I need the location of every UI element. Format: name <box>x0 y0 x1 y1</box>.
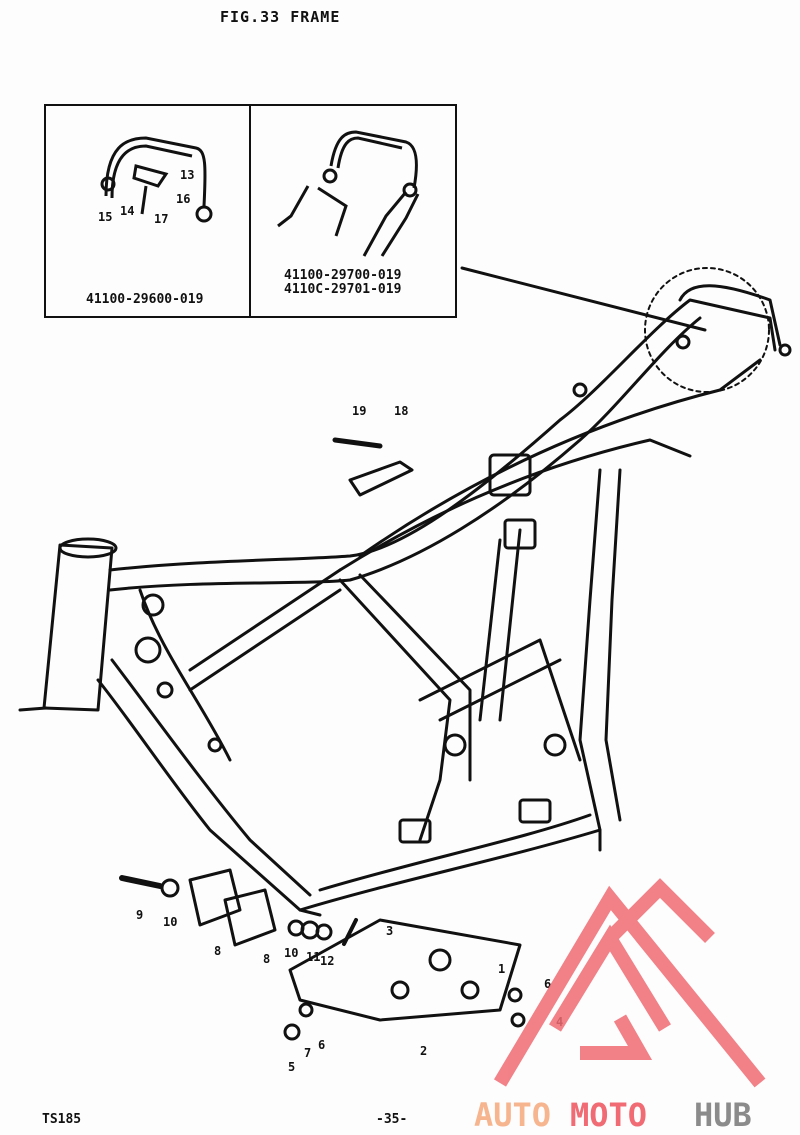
part-8b-plate <box>223 888 277 947</box>
callout-3: 3 <box>386 924 394 938</box>
inset-leader-line <box>460 266 707 332</box>
automotohub-watermark: AUTO MOTO HUB <box>474 878 766 1133</box>
swingarm-brace <box>418 638 582 762</box>
footer-page-number: -35- <box>376 1112 408 1127</box>
figure-title: FIG.33 FRAME <box>220 8 341 26</box>
inset-right-rear-loop <box>277 130 420 257</box>
logo-moto: MOTO <box>570 1096 647 1133</box>
inset-right-part-number-1: 41100-29700-019 <box>284 268 402 283</box>
callout-10a: 10 <box>163 915 178 929</box>
callout-10b: 10 <box>284 946 299 960</box>
callout-11: 11 <box>306 950 321 964</box>
inset-left-rear-loop <box>100 136 213 223</box>
callout-7: 7 <box>304 1046 312 1060</box>
logo-hub: HUB <box>694 1096 752 1133</box>
inset-callout-15: 15 <box>98 210 113 224</box>
footer-model: TS185 <box>42 1112 82 1127</box>
down-tube <box>96 678 322 917</box>
triangle-logo-icon <box>493 878 766 1088</box>
part-10-washer <box>160 878 180 898</box>
callout-5: 5 <box>288 1060 296 1074</box>
center-tube <box>338 578 452 842</box>
callout-8a: 8 <box>214 944 222 958</box>
part-18-bracket <box>348 460 414 497</box>
callout-1: 1 <box>498 962 506 976</box>
callout-19: 19 <box>352 404 367 418</box>
seat-rail <box>338 438 692 572</box>
bottom-rail <box>298 828 602 912</box>
callout-9: 9 <box>136 908 144 922</box>
callout-8b: 8 <box>263 952 271 966</box>
inset-drawings <box>100 130 420 257</box>
inset-divider <box>249 106 251 316</box>
part-19-bolt <box>332 437 383 449</box>
callout-2: 2 <box>420 1044 428 1058</box>
callout-18: 18 <box>394 404 409 418</box>
inset-callout-14: 14 <box>120 204 135 218</box>
callout-6a: 6 <box>544 977 552 991</box>
callout-12: 12 <box>320 954 335 968</box>
callout-6b: 6 <box>318 1038 326 1052</box>
part-9-bolt <box>119 875 163 889</box>
inset-right-part-number-2: 4110C-29701-019 <box>284 282 402 297</box>
logo-auto: AUTO <box>474 1096 551 1133</box>
rear-down-tube <box>578 468 602 832</box>
steering-head <box>42 543 114 712</box>
inset-callout-13: 13 <box>180 168 195 182</box>
inset-callout-16: 16 <box>176 192 191 206</box>
inset-variants-box: 41100-29600-019 41100-29700-019 4110C-29… <box>44 104 457 318</box>
inset-left-part-number: 41100-29600-019 <box>86 292 204 307</box>
part-8a-plate <box>188 868 242 927</box>
inset-callout-17: 17 <box>154 212 169 226</box>
part-2-skid-plate <box>288 918 522 1022</box>
